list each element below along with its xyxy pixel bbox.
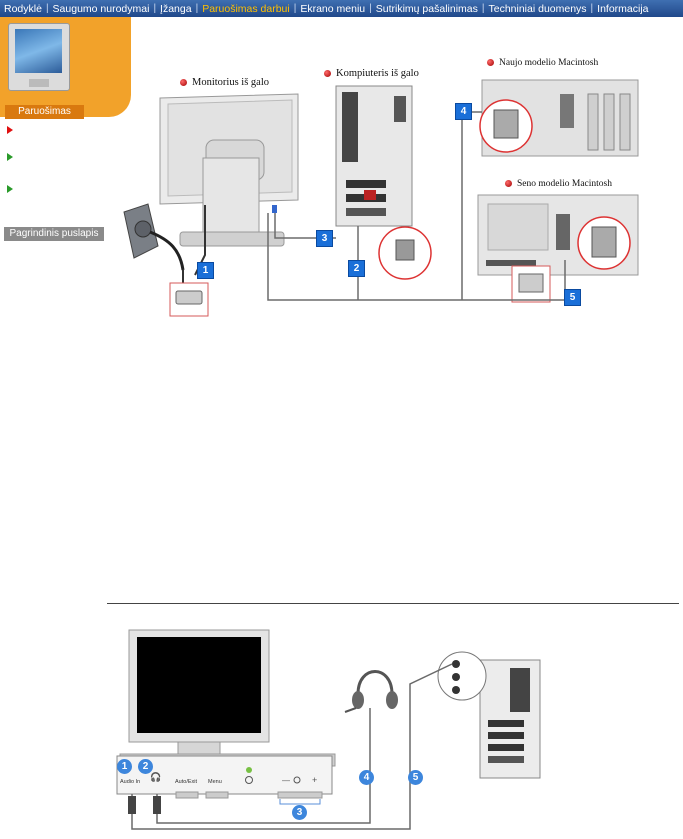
headset-illustration xyxy=(344,670,398,713)
nav-item-information[interactable]: Informacija xyxy=(597,2,649,15)
monitor-control-panel xyxy=(116,755,333,795)
power-adapter-icon xyxy=(175,290,203,305)
callout-badge: 4 xyxy=(455,103,472,120)
top-navigation-bar: Rodyklė| Saugumo nurodymai| Įžanga| Paru… xyxy=(0,0,683,17)
callout-circle: 1 xyxy=(117,759,132,774)
nav-item-safety[interactable]: Saugumo nurodymai xyxy=(52,2,150,15)
power-button-icon[interactable] xyxy=(245,776,253,784)
callout-badge: 5 xyxy=(564,289,581,306)
section-divider xyxy=(107,603,679,604)
red-bullet-icon xyxy=(324,70,331,78)
sidebar-header-panel: Paruošimas darbui xyxy=(0,17,131,131)
sidebar-arrow-icon[interactable] xyxy=(7,153,13,161)
nav-item-introduction[interactable]: Įžanga xyxy=(160,2,192,15)
nav-item-setup[interactable]: Paruošimas darbui xyxy=(202,2,290,15)
callout-badge: 1 xyxy=(197,262,214,279)
menu-label[interactable]: Menu xyxy=(208,779,222,785)
minus-button-icon[interactable]: — xyxy=(282,776,290,785)
wall-socket-icon xyxy=(123,203,185,271)
nav-item-troubleshooting[interactable]: Sutrikimų pašalinimas xyxy=(375,2,478,15)
monitor-front-illustration xyxy=(119,629,336,767)
callout-circle: 2 xyxy=(138,759,153,774)
audio-in-label: Audio In xyxy=(120,779,141,785)
red-bullet-icon xyxy=(505,180,512,188)
computer-back-label: Kompiuteris iš galo xyxy=(324,68,419,79)
callout-badge: 3 xyxy=(316,230,333,247)
sidebar-arrow-icon[interactable] xyxy=(7,185,13,193)
callout-circle: 4 xyxy=(359,770,374,785)
monitor-back-illustration xyxy=(159,93,299,247)
headphone-icon: 🎧 xyxy=(150,772,162,782)
monitor-thumbnail-screen xyxy=(15,29,62,73)
new-mac-label: Naujo modelio Macintosh xyxy=(487,58,598,68)
plus-button-icon[interactable]: + xyxy=(312,775,317,785)
old-mac-label: Seno modelio Macintosh xyxy=(505,179,612,189)
monitor-back-label: Monitorius iš galo xyxy=(180,77,269,88)
red-bullet-icon xyxy=(487,59,494,67)
home-page-button[interactable]: Pagrindinis puslapis xyxy=(4,227,104,241)
audio-jack-icon xyxy=(452,673,460,681)
sidebar-arrow-icon[interactable] xyxy=(7,126,13,134)
nav-item-osd[interactable]: Ekrano meniu xyxy=(300,2,366,15)
audio-jack-icon xyxy=(452,686,460,694)
red-bullet-icon xyxy=(180,79,187,87)
computer-tower-illustration xyxy=(335,85,413,227)
mac-adapter-icon xyxy=(518,273,544,293)
nav-item-index[interactable]: Rodyklė xyxy=(4,2,42,15)
monitor-thumbnail xyxy=(8,23,70,91)
nav-item-specifications[interactable]: Techniniai duomenys xyxy=(488,2,587,15)
audio-jack-icon xyxy=(452,660,460,668)
callout-circle: 3 xyxy=(292,805,307,820)
brightness-icon xyxy=(293,776,301,784)
callout-circle: 5 xyxy=(408,770,423,785)
power-led-icon xyxy=(246,767,252,773)
callout-badge: 2 xyxy=(348,260,365,277)
pc-tower-illustration xyxy=(479,659,541,779)
auto-exit-label[interactable]: Auto/Exit xyxy=(175,779,198,785)
sidebar-section-caption: Paruošimas darbui xyxy=(5,105,84,131)
